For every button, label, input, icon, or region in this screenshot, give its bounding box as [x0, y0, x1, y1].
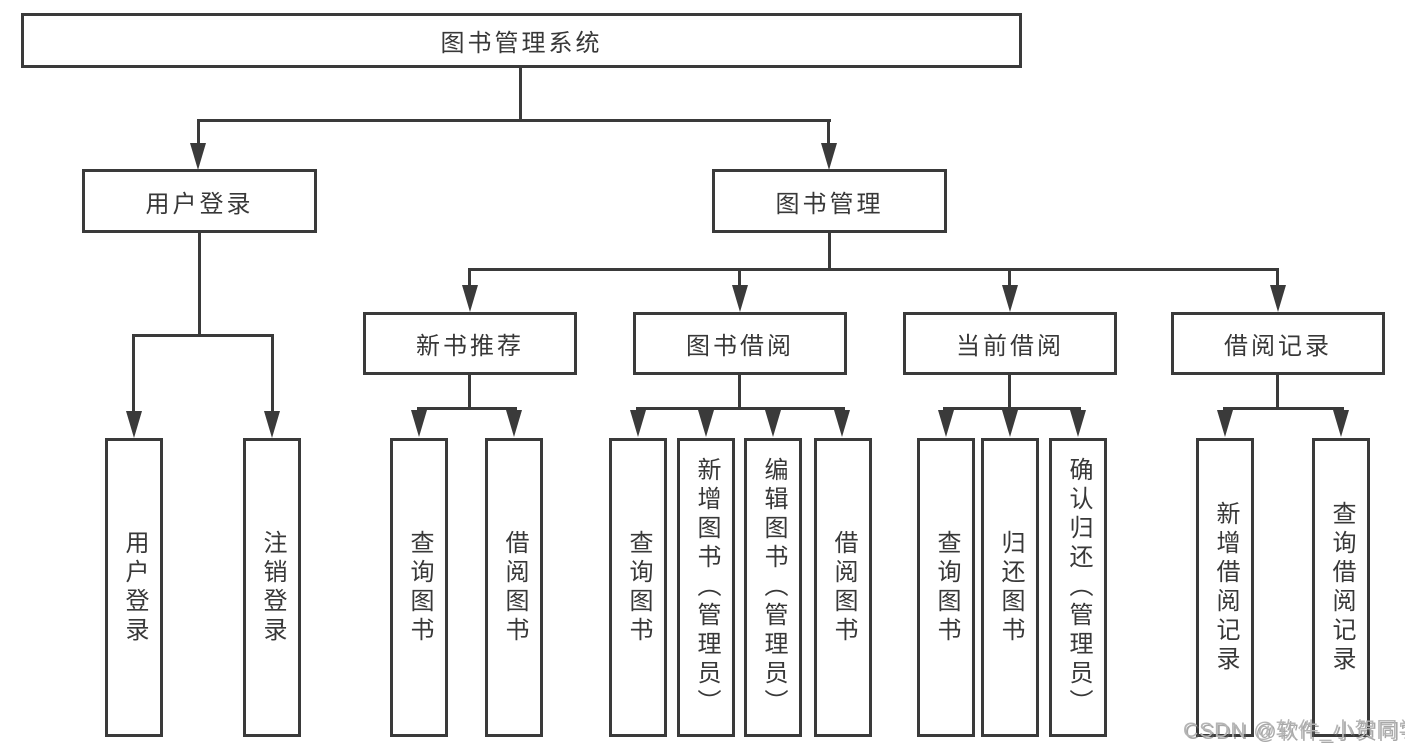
arrow-down-icon [1333, 410, 1349, 437]
connector-line [198, 233, 201, 336]
arrow-down-icon [190, 143, 206, 170]
connector-line [1008, 374, 1011, 410]
connector-line [827, 119, 830, 145]
arrow-down-icon [1002, 410, 1018, 437]
arrow-down-icon [834, 410, 850, 437]
connector-line [197, 119, 831, 122]
leaf-edit-books-admin: 编辑图书（管理员） [744, 438, 802, 737]
arrow-down-icon [1217, 410, 1233, 437]
arrow-down-icon [1070, 410, 1086, 437]
arrow-down-icon [411, 410, 427, 437]
arrow-down-icon [126, 411, 142, 438]
connector-line [828, 233, 831, 271]
arrow-down-icon [462, 285, 478, 312]
leaf-add-books-admin: 新增图书（管理员） [677, 438, 735, 737]
leaf-user-login: 用户登录 [105, 438, 163, 737]
leaf-return-books: 归还图书 [981, 438, 1039, 737]
connector-line [1276, 268, 1279, 288]
node-book-management: 图书管理 [712, 169, 947, 233]
node-new-book-recommendation: 新书推荐 [363, 312, 577, 375]
leaf-borrow-books-recommend: 借阅图书 [485, 438, 543, 737]
arrow-down-icon [630, 410, 646, 437]
leaf-confirm-return-admin: 确认归还（管理员） [1049, 438, 1107, 737]
connector-line [468, 374, 471, 410]
leaf-borrow-books-borrowing: 借阅图书 [814, 438, 872, 737]
connector-line [943, 407, 1081, 410]
connector-line [197, 119, 200, 145]
leaf-logout-login: 注销登录 [243, 438, 301, 737]
connector-line [132, 334, 274, 337]
leaf-add-borrow-record: 新增借阅记录 [1196, 438, 1254, 737]
leaf-query-books-borrowing: 查询图书 [609, 438, 667, 737]
watermark: CSDN @软件_小贺同学 [1183, 719, 1405, 742]
connector-line [1008, 268, 1011, 288]
connector-line [417, 407, 517, 410]
node-current-borrowing: 当前借阅 [903, 312, 1117, 375]
connector-line [271, 334, 274, 412]
connector-line [519, 67, 522, 120]
connector-line [636, 407, 845, 410]
leaf-query-borrow-record: 查询借阅记录 [1312, 438, 1370, 737]
connector-line [468, 268, 471, 288]
arrow-down-icon [732, 285, 748, 312]
arrow-down-icon [938, 410, 954, 437]
arrow-down-icon [1002, 285, 1018, 312]
node-library-system: 图书管理系统 [21, 13, 1022, 68]
arrow-down-icon [264, 411, 280, 438]
arrow-down-icon [765, 410, 781, 437]
connector-line [132, 334, 135, 412]
arrow-down-icon [821, 143, 837, 170]
connector-line [468, 268, 1279, 271]
arrow-down-icon [1270, 285, 1286, 312]
connector-line [1223, 407, 1344, 410]
node-user-login: 用户登录 [82, 169, 317, 233]
node-borrowing-records: 借阅记录 [1171, 312, 1385, 375]
arrow-down-icon [698, 410, 714, 437]
connector-line [738, 374, 741, 410]
leaf-query-books-recommend: 查询图书 [390, 438, 448, 737]
connector-line [1276, 374, 1279, 410]
leaf-query-books-current: 查询图书 [917, 438, 975, 737]
node-book-borrowing: 图书借阅 [633, 312, 847, 375]
arrow-down-icon [506, 410, 522, 437]
connector-line [738, 268, 741, 288]
